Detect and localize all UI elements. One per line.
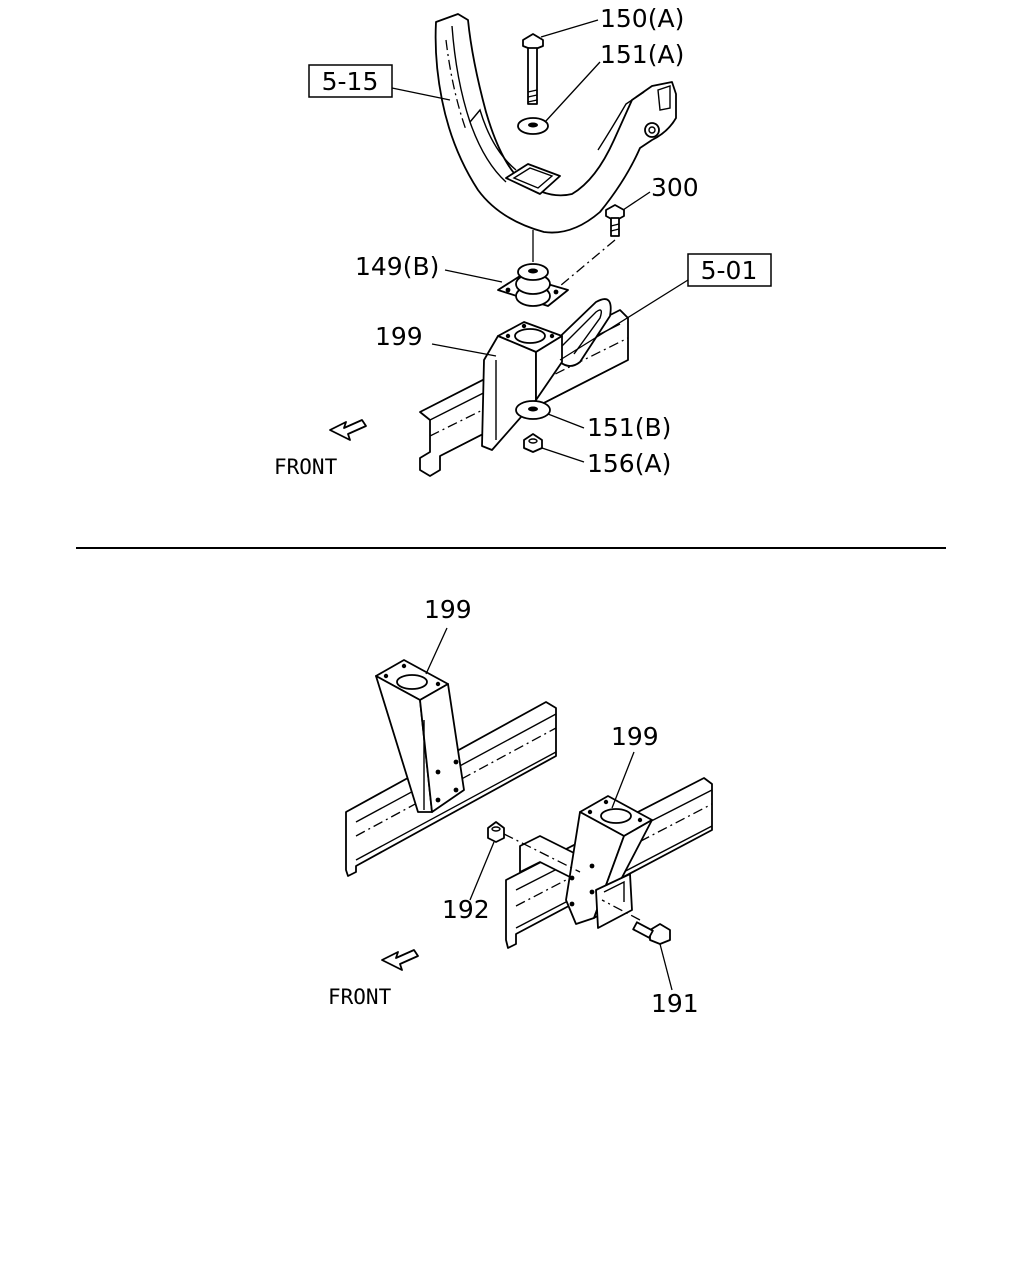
callout-199-right: 199 bbox=[611, 722, 659, 751]
ref-box-5-15-label: 5-15 bbox=[322, 67, 379, 96]
callout-151a: 151(A) bbox=[600, 40, 684, 69]
bolt-191 bbox=[632, 921, 671, 945]
callout-192: 192 bbox=[442, 895, 490, 924]
callout-199-left: 199 bbox=[424, 595, 472, 624]
ref-box-5-01: 5-01 bbox=[687, 253, 772, 287]
ref-box-5-01-label: 5-01 bbox=[701, 256, 758, 285]
front-label-top: FRONT bbox=[274, 455, 338, 479]
nut-156a bbox=[523, 433, 543, 453]
ref-box-5-15: 5-15 bbox=[308, 64, 393, 98]
callout-199-top: 199 bbox=[375, 322, 423, 351]
support-bracket-199-top bbox=[481, 321, 563, 451]
callout-300: 300 bbox=[651, 173, 699, 202]
top-diagram: 5-15 5-01 150(A) 151(A) 300 149(B) 199 1… bbox=[274, 4, 772, 479]
mount-149b bbox=[497, 263, 569, 307]
support-bracket-199-left bbox=[375, 659, 465, 813]
callout-151b: 151(B) bbox=[587, 413, 671, 442]
cab-bracket bbox=[434, 13, 677, 234]
washer-151b bbox=[515, 400, 551, 420]
callout-150a: 150(A) bbox=[600, 4, 684, 33]
callout-191: 191 bbox=[651, 989, 699, 1018]
bolt-150a bbox=[522, 33, 544, 105]
callout-156a: 156(A) bbox=[587, 449, 671, 478]
front-arrow-icon bbox=[381, 949, 419, 971]
washer-151a bbox=[517, 117, 549, 135]
bottom-diagram: 199 199 192 191 FRONT bbox=[328, 595, 713, 1018]
callout-149b: 149(B) bbox=[355, 252, 439, 281]
assembly-line-300 bbox=[559, 239, 616, 287]
support-bracket-199-right bbox=[519, 795, 653, 929]
bolt-300 bbox=[605, 204, 625, 237]
front-label-bottom: FRONT bbox=[328, 985, 392, 1009]
nut-192 bbox=[487, 821, 505, 843]
front-arrow-icon bbox=[329, 419, 367, 441]
